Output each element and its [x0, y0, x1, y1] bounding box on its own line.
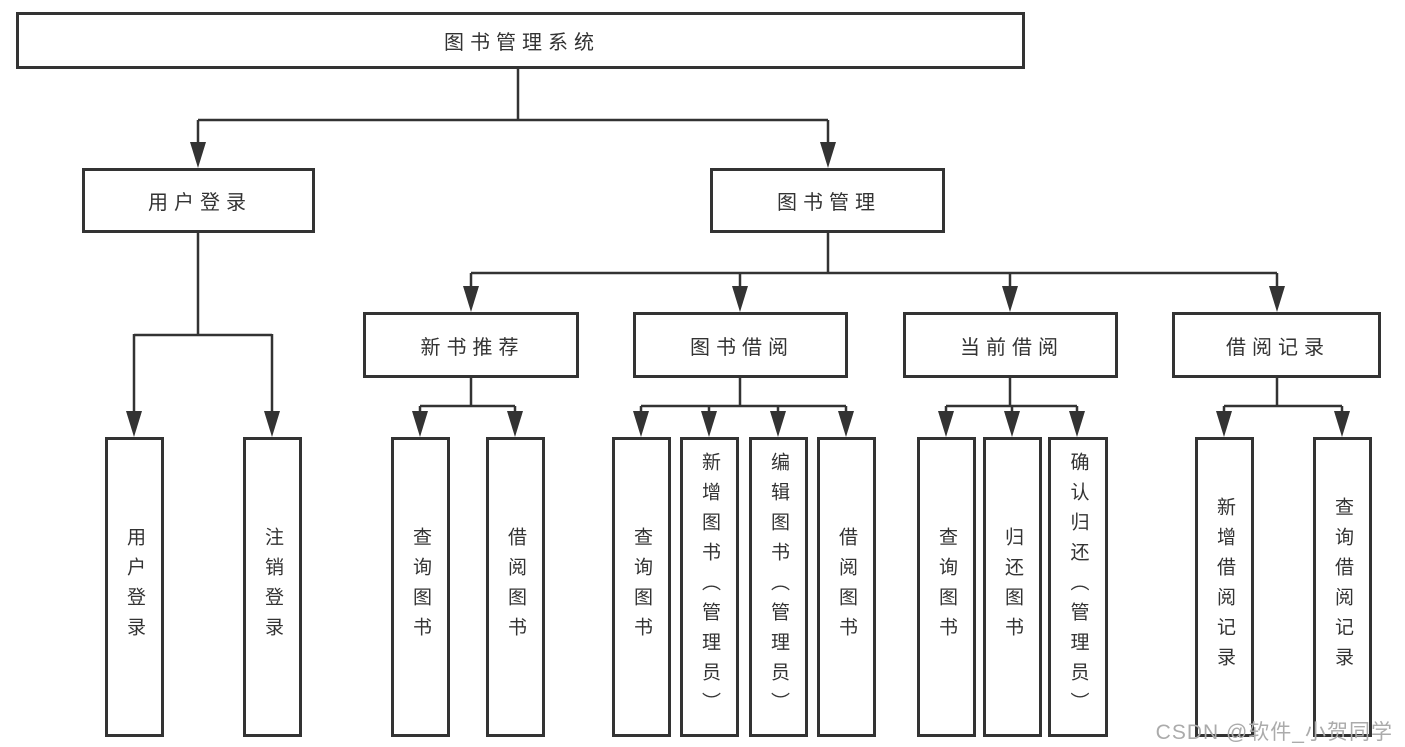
node-label: 查询图书 — [410, 527, 431, 647]
node-label: 新书推荐 — [420, 336, 525, 359]
node-label: 查询借阅记录 — [1332, 497, 1353, 677]
node-library-system: 图书管理系统 — [16, 12, 1025, 69]
node-label: 图书管理系统 — [444, 32, 600, 54]
node-label: 用户登录 — [124, 527, 145, 647]
node-leaf-add-books-admin: 新增图书（管理员） — [680, 437, 739, 737]
node-label: 归还图书 — [1002, 527, 1023, 647]
node-leaf-logout-login: 注销登录 — [243, 437, 302, 737]
node-leaf-borrow-books-1: 借阅图书 — [486, 437, 545, 737]
node-leaf-borrow-books-2: 借阅图书 — [817, 437, 876, 737]
node-new-book-recommend: 新书推荐 — [363, 312, 579, 378]
node-borrow-records: 借阅记录 — [1172, 312, 1381, 378]
node-leaf-query-books-2: 查询图书 — [612, 437, 671, 737]
node-label: 编辑图书（管理员） — [768, 452, 789, 722]
node-label: 查询图书 — [936, 527, 957, 647]
node-leaf-edit-books-admin: 编辑图书（管理员） — [749, 437, 808, 737]
node-leaf-query-borrow-record: 查询借阅记录 — [1313, 437, 1372, 737]
node-current-borrowing: 当前借阅 — [903, 312, 1118, 378]
node-label: 借阅记录 — [1226, 336, 1330, 359]
node-label: 新增图书（管理员） — [699, 452, 720, 722]
node-book-management: 图书管理 — [710, 168, 945, 233]
node-label: 确认归还（管理员） — [1067, 452, 1089, 722]
node-label: 借阅图书 — [836, 527, 857, 647]
node-label: 查询图书 — [631, 527, 652, 647]
arrowheads — [126, 142, 1350, 437]
node-leaf-query-books-1: 查询图书 — [391, 437, 450, 737]
node-leaf-add-borrow-record: 新增借阅记录 — [1195, 437, 1254, 737]
node-book-borrowing: 图书借阅 — [633, 312, 848, 378]
node-label: 图书借阅 — [690, 336, 794, 359]
node-label: 借阅图书 — [505, 527, 526, 647]
node-label: 注销登录 — [262, 527, 283, 647]
node-label: 当前借阅 — [960, 336, 1064, 359]
node-leaf-confirm-return-admin: 确认归还（管理员） — [1048, 437, 1108, 737]
node-user-login: 用户登录 — [82, 168, 315, 233]
node-label: 用户登录 — [148, 192, 252, 214]
node-leaf-user-login: 用户登录 — [105, 437, 164, 737]
node-label: 图书管理 — [777, 192, 881, 214]
csdn-watermark: CSDN @软件_小贺同学 — [1155, 721, 1393, 744]
node-leaf-query-books-3: 查询图书 — [917, 437, 976, 737]
node-label: 新增借阅记录 — [1214, 497, 1235, 677]
node-leaf-return-books: 归还图书 — [983, 437, 1042, 737]
